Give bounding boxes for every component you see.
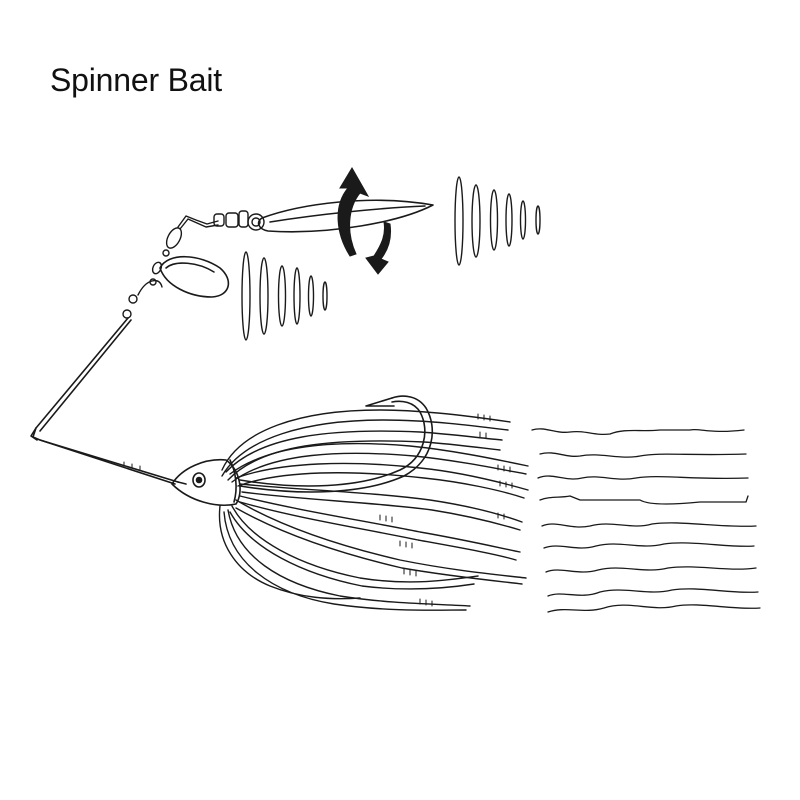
lure-head <box>171 458 241 506</box>
wire-arm <box>30 317 179 485</box>
colorado-blade <box>159 256 230 298</box>
beads-and-clevis <box>122 210 265 319</box>
rotation-arrow-icon <box>337 167 391 275</box>
vibration-lines-willow <box>454 176 541 266</box>
vibration-lines-colorado <box>241 251 328 341</box>
water-wake-lines <box>531 428 761 613</box>
skirt-strands <box>218 409 529 611</box>
hook <box>239 395 434 493</box>
diagram-title: Spinner Bait <box>50 62 222 98</box>
strand-marks <box>123 413 513 607</box>
